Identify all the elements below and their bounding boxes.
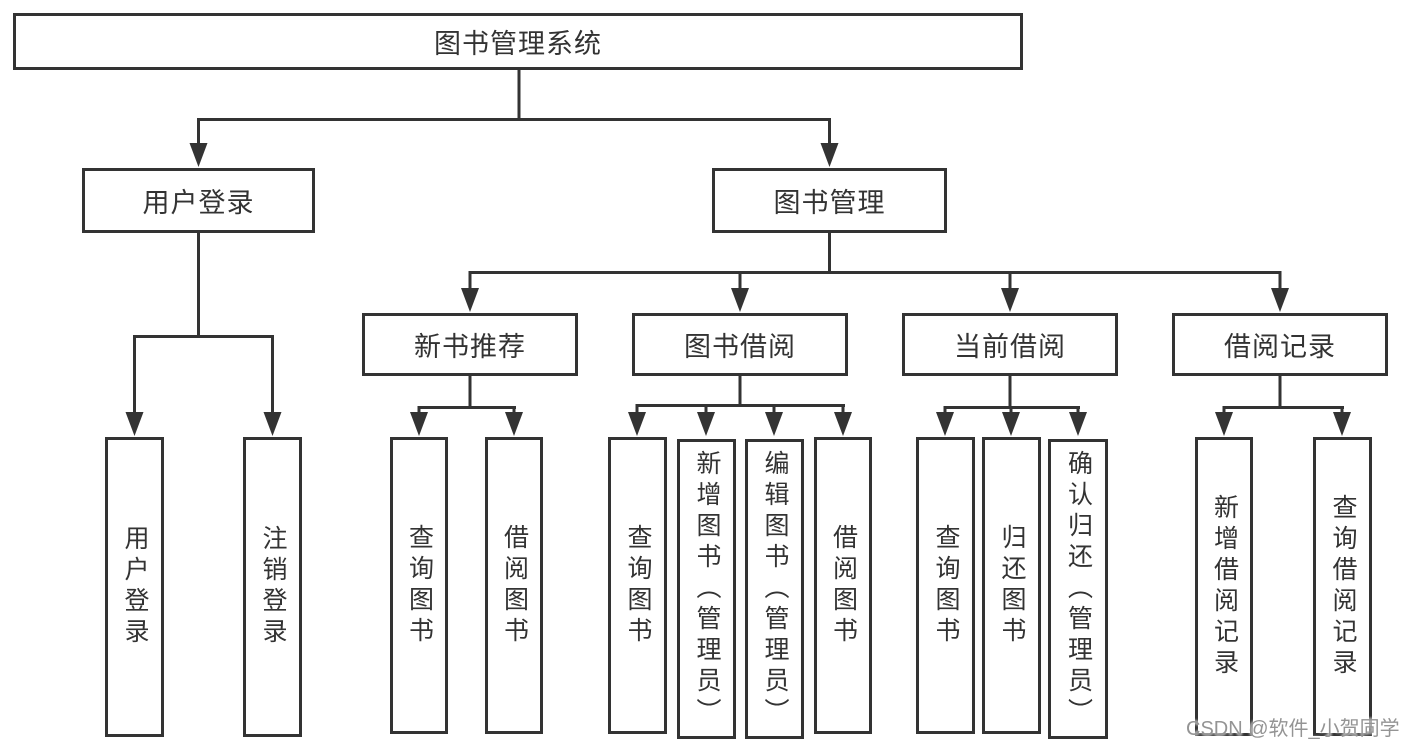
node-leaf-borrow-books-recommendation: 借阅图书: [485, 437, 543, 734]
node-leaf-confirm-return-admin: 确认归还（管理员）: [1048, 439, 1108, 739]
node-label: 新增图书（管理员）: [693, 449, 721, 729]
arrow-down-icon: [820, 143, 839, 167]
arrow-down-icon: [628, 412, 646, 436]
node-label: 用户登录: [142, 188, 255, 218]
arrow-down-icon: [731, 288, 749, 312]
node-label: 借阅图书: [829, 523, 858, 648]
node-user-login: 用户登录: [82, 168, 315, 233]
arrow-down-icon: [1001, 288, 1019, 312]
arrow-down-icon: [263, 412, 282, 436]
node-label: 图书管理: [773, 188, 886, 218]
node-new-book-recommendation: 新书推荐: [362, 313, 578, 376]
arrow-down-icon: [125, 412, 144, 436]
arrow-down-icon: [1069, 412, 1087, 436]
arrow-down-icon: [1002, 412, 1020, 436]
node-borrowing-records: 借阅记录: [1172, 313, 1388, 376]
node-leaf-add-borrow-record: 新增借阅记录: [1195, 437, 1253, 736]
node-leaf-query-borrow-record: 查询借阅记录: [1313, 437, 1372, 736]
node-book-management: 图书管理: [712, 168, 947, 233]
arrow-down-icon: [189, 143, 208, 167]
node-label: 查询图书: [405, 523, 434, 648]
node-label: 当前借阅: [954, 332, 1066, 362]
node-label: 借阅图书: [500, 523, 529, 648]
arrow-down-icon: [1271, 288, 1289, 312]
node-label: 编辑图书（管理员）: [761, 449, 789, 729]
arrowheads: [125, 143, 1351, 436]
watermark: CSDN @软件_小贺同学: [1186, 718, 1400, 740]
node-label: 查询图书: [932, 523, 960, 648]
node-leaf-query-books-recommendation: 查询图书: [390, 437, 448, 734]
node-leaf-borrow-books-borrowing: 借阅图书: [814, 437, 872, 734]
arrow-down-icon: [1333, 412, 1351, 436]
node-leaf-user-login: 用户登录: [105, 437, 164, 737]
node-root: 图书管理系统: [13, 13, 1023, 70]
node-book-borrowing: 图书借阅: [632, 313, 848, 376]
node-label: 用户登录: [121, 525, 149, 649]
node-leaf-add-books-admin: 新增图书（管理员）: [677, 439, 736, 739]
arrow-down-icon: [765, 412, 783, 436]
arrow-down-icon: [461, 288, 479, 312]
arrow-down-icon: [834, 412, 852, 436]
node-label: 图书借阅: [684, 332, 796, 362]
node-label: 归还图书: [998, 523, 1026, 648]
node-label: 查询借阅记录: [1329, 493, 1357, 680]
node-leaf-return-books: 归还图书: [982, 437, 1041, 734]
node-label: 新书推荐: [414, 332, 526, 362]
node-label: 查询图书: [624, 523, 652, 648]
arrow-down-icon: [697, 412, 715, 436]
arrow-down-icon: [410, 412, 428, 436]
node-leaf-query-books-current: 查询图书: [916, 437, 975, 734]
node-current-borrowing: 当前借阅: [902, 313, 1118, 376]
arrow-down-icon: [1215, 412, 1233, 436]
node-label: 新增借阅记录: [1210, 493, 1239, 680]
arrow-down-icon: [936, 412, 954, 436]
node-label: 图书管理系统: [434, 29, 602, 59]
node-leaf-edit-books-admin: 编辑图书（管理员）: [745, 439, 804, 739]
node-leaf-query-books-borrowing: 查询图书: [608, 437, 667, 734]
node-leaf-logout: 注销登录: [243, 437, 302, 737]
arrow-down-icon: [505, 412, 523, 436]
node-label: 借阅记录: [1224, 332, 1336, 362]
node-label: 确认归还（管理员）: [1064, 449, 1093, 729]
node-label: 注销登录: [259, 525, 287, 649]
